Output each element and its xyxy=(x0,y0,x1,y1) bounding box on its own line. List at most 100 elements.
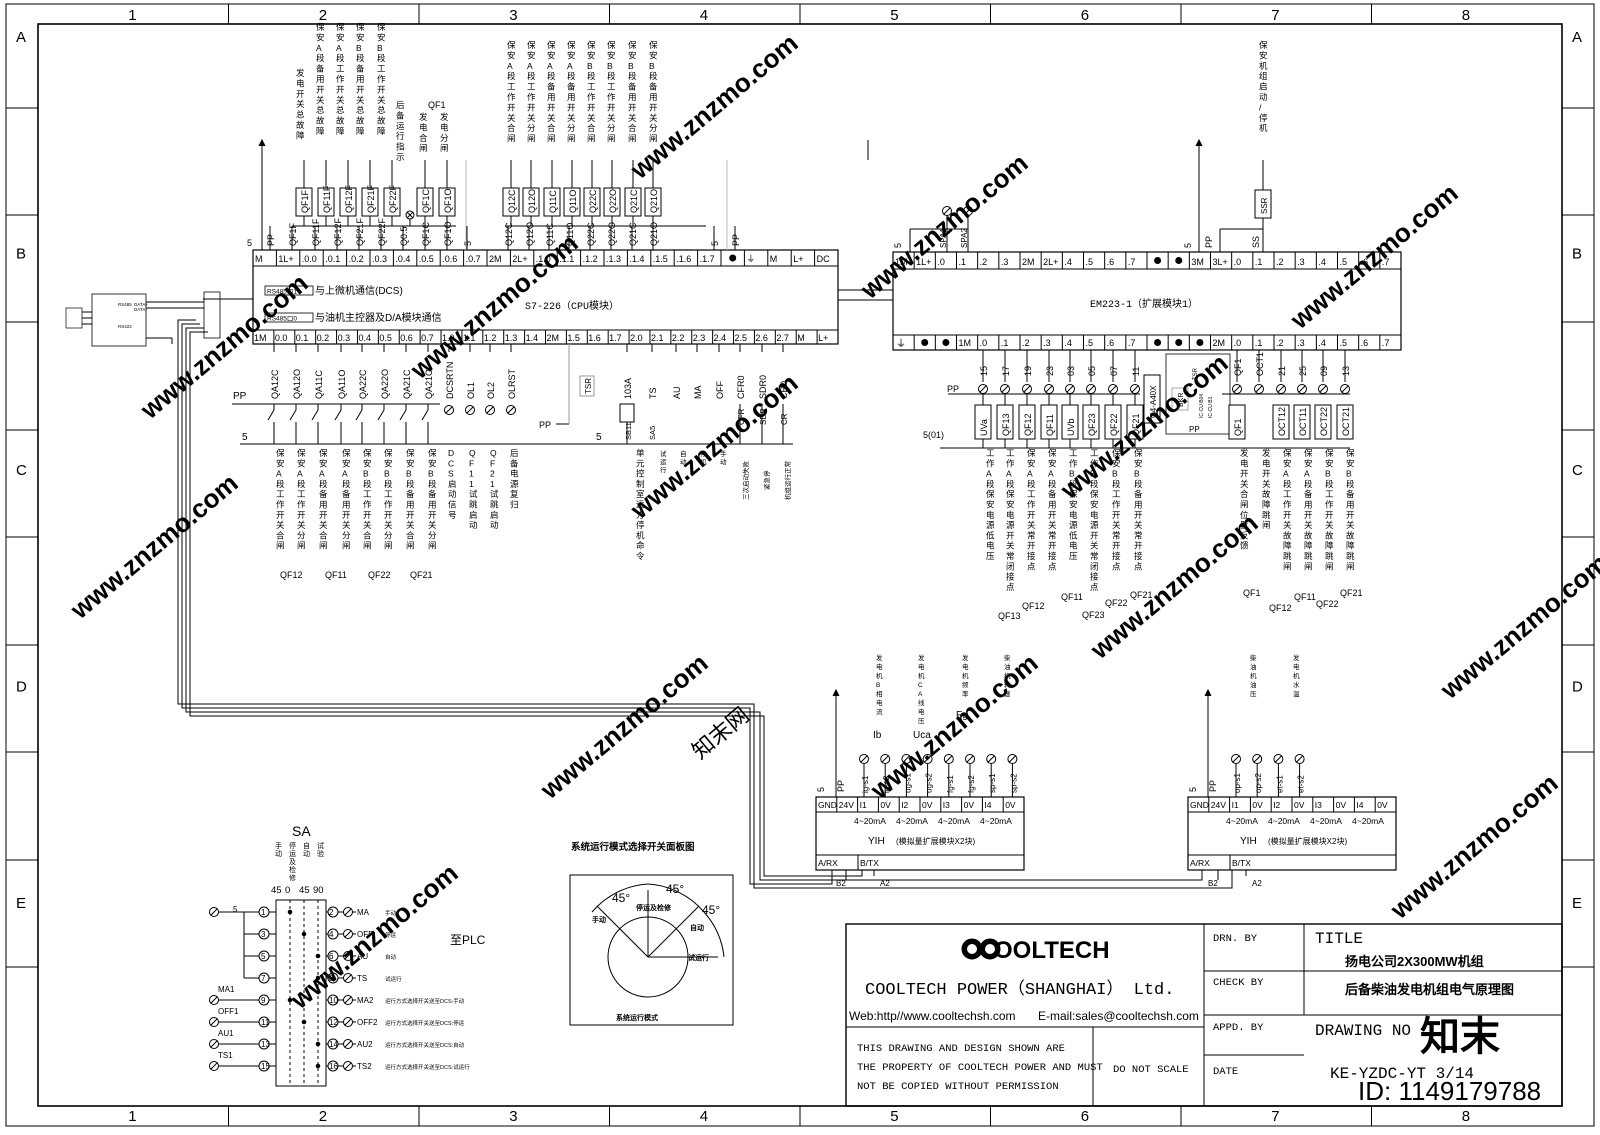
em223-bottom-terminal: .5 xyxy=(1340,338,1348,348)
cpu-top-label: QF12F xyxy=(333,217,343,246)
sensor-label: ig-s1 xyxy=(861,775,870,793)
sensor-label: et-s1 xyxy=(1275,775,1284,793)
em-input-group: QF21 xyxy=(1130,590,1153,600)
c4-pin: IC-CU B1 xyxy=(1208,396,1214,418)
sa-angle: 90 xyxy=(313,885,324,896)
sensor-label: ig-s2 xyxy=(882,775,891,793)
cpu-input-group: QF21 xyxy=(410,570,433,580)
cr-label: CR xyxy=(780,413,789,425)
cpu-bottom-terminal: 0.3 xyxy=(338,333,351,343)
sa-terminal-number: 10 xyxy=(329,996,338,1005)
bkr-box xyxy=(1171,387,1189,411)
cpu-top-terminal: .0.6 xyxy=(442,254,457,264)
em-output-group: QF21 xyxy=(1340,588,1363,598)
cpu-top-label: 5 xyxy=(710,241,720,246)
terminal-icon xyxy=(506,405,516,415)
cable-harness xyxy=(177,319,1233,889)
terminal-icon xyxy=(1000,384,1010,394)
cpu-input-group: QF11 xyxy=(325,570,347,580)
output-contact xyxy=(1293,404,1311,440)
em223-bottom-terminal: .4 xyxy=(1318,338,1326,348)
sa-left-label: TS1 xyxy=(218,1051,233,1060)
cpu-input-label: 103A xyxy=(623,378,633,399)
cpu-bottom-terminal: 2.2 xyxy=(672,333,685,343)
cpu-top-label: QF11F xyxy=(311,218,321,246)
terminal-icon xyxy=(963,206,973,216)
em-input-group: QF12 xyxy=(1022,601,1045,611)
column-number: 4 xyxy=(700,7,708,24)
cpu-input-label: QA12O xyxy=(292,369,302,399)
c4-label: C4-A40X xyxy=(1149,385,1158,418)
cpu-top-label: Q11C xyxy=(545,223,555,246)
wire-number: 07 xyxy=(1109,366,1119,376)
cpu-input-label: OL1 xyxy=(466,382,476,399)
sdr-label: SDR xyxy=(759,408,768,425)
cpu-bottom-terminal: 0.2 xyxy=(317,333,330,343)
cpu-top-label: Q21O xyxy=(649,222,659,246)
em-output-desc: 发电开关合闸位置反馈 xyxy=(1240,448,1249,551)
yih-terminal: 0V xyxy=(1252,800,1263,810)
output-contact xyxy=(1314,404,1332,440)
sensor-label: et-s2 xyxy=(1297,775,1306,793)
cpu-input-label: OLRST xyxy=(507,368,517,399)
cpu-input-label: CFR0 xyxy=(736,375,746,399)
em223-bottom-terminal: .7 xyxy=(1382,338,1390,348)
em223-top-terminal: .3 xyxy=(1001,257,1009,267)
row-letter: E xyxy=(16,895,26,912)
pp-label: PP xyxy=(233,391,247,402)
terminal-icon xyxy=(465,405,475,415)
cpu-input-label: QA11C xyxy=(314,370,324,399)
terminal-icon xyxy=(880,754,891,764)
cpu-top-terminal: M xyxy=(255,254,263,264)
terminal-icon xyxy=(209,1039,219,1049)
sb-desc2: 三次启动失败 xyxy=(741,461,750,501)
sa-right-desc: 自动 xyxy=(385,953,397,961)
terminal-icon xyxy=(978,384,988,394)
row-letter: A xyxy=(1572,29,1582,46)
cpu-comm1-tag: RS485口1 xyxy=(267,288,297,296)
terminal-icon xyxy=(1273,754,1284,764)
yih-terminal: I4 xyxy=(984,800,991,810)
sa-angle: 45 xyxy=(271,885,282,896)
relay-coil-label: QF1O xyxy=(443,188,453,213)
em223-top-terminal: .5 xyxy=(1086,257,1094,267)
cpu-top-label: 5 xyxy=(463,241,473,246)
title-block: OOLTECH COOLTECH POWER（SHANGHAI） Ltd. We… xyxy=(845,923,1563,1107)
terminal-icon xyxy=(209,907,219,917)
terminal-icon xyxy=(943,754,954,764)
yih-range: 4~20mA xyxy=(938,816,970,826)
sa-contact-dot xyxy=(301,1019,307,1025)
sa-terminal-number: 1 xyxy=(261,908,266,917)
watermark-text: www.znzmo.com xyxy=(64,468,244,626)
cpu-bottom-terminal: 2.0 xyxy=(630,333,643,343)
cpu-input-label: CR0 xyxy=(779,381,789,399)
cpu-top-label: QF22F xyxy=(377,217,387,246)
yih-range: 4~20mA xyxy=(1268,816,1300,826)
cpu-bottom-terminal: 1.1 xyxy=(463,333,476,343)
five-label: 5 xyxy=(242,432,248,443)
contact-icon xyxy=(267,409,275,421)
cpu-input-group: QF22 xyxy=(368,570,391,580)
sensor-desc: 柴油机转速 xyxy=(1004,653,1011,698)
relay-coil-label: Q22O xyxy=(608,189,618,213)
relay-coil-label: QF1C xyxy=(421,188,431,213)
arrow-up-icon xyxy=(258,138,266,147)
sa-right-label: AU xyxy=(357,952,368,961)
cpu-top-label: QF1C xyxy=(421,221,431,246)
yih-comm-a: A/RX xyxy=(818,858,838,868)
cpu-top-terminal: .0.1 xyxy=(325,254,340,264)
spa1-label: SPA1 xyxy=(939,228,948,248)
cpu-bottom-terminal: M xyxy=(797,333,805,343)
cpu-top-terminal: .0.4 xyxy=(395,254,410,264)
